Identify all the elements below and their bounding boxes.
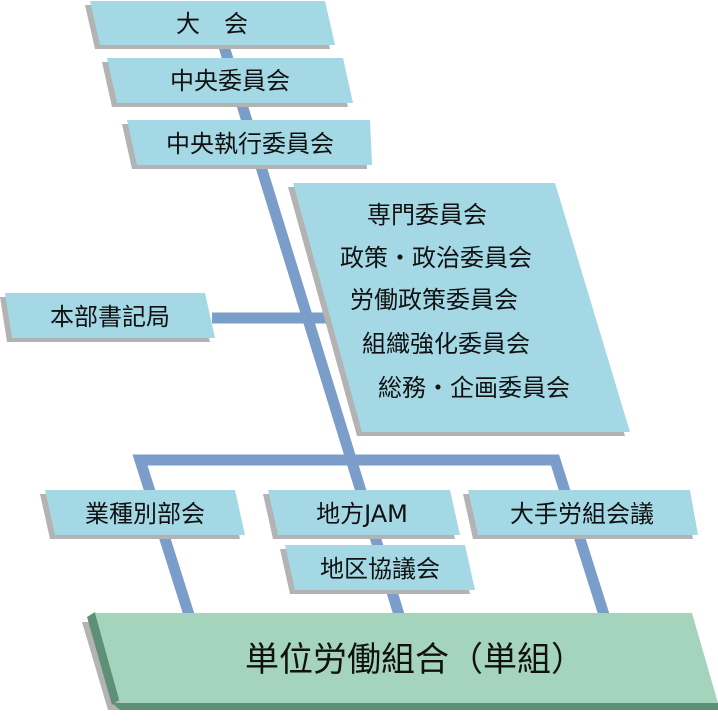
label-chuo-iinkai: 中央委員会	[170, 67, 290, 95]
box-chiho	[268, 490, 460, 535]
label-honbu: 本部書記局	[50, 303, 170, 331]
label-taikai: 大 会	[176, 10, 248, 38]
box-chuo-shikko	[127, 120, 372, 165]
box-honbu	[5, 293, 215, 338]
label-committee-2: 政策・政治委員会	[340, 244, 532, 272]
box-chuo-iinkai	[107, 58, 353, 103]
box-tanso	[87, 612, 718, 710]
box-chiku	[285, 545, 475, 590]
label-chiho: 地方JAM	[316, 500, 408, 528]
label-tanso: 単位労働組合（単組）	[245, 640, 585, 680]
label-chiku: 地区協議会	[320, 555, 440, 583]
label-ote: 大手労組会議	[510, 500, 654, 528]
box-gyoshu	[45, 490, 245, 535]
box-taikai	[90, 1, 335, 45]
label-committee-3: 労働政策委員会	[350, 286, 518, 314]
label-committee-5: 総務・企画委員会	[378, 374, 570, 402]
label-gyoshu: 業種別部会	[85, 500, 205, 528]
box-committees	[293, 183, 630, 432]
label-committee-4: 組織強化委員会	[362, 330, 530, 358]
label-chuo-shikko: 中央執行委員会	[166, 130, 334, 158]
box-ote	[468, 490, 698, 535]
label-committee-1: 専門委員会	[367, 201, 487, 229]
